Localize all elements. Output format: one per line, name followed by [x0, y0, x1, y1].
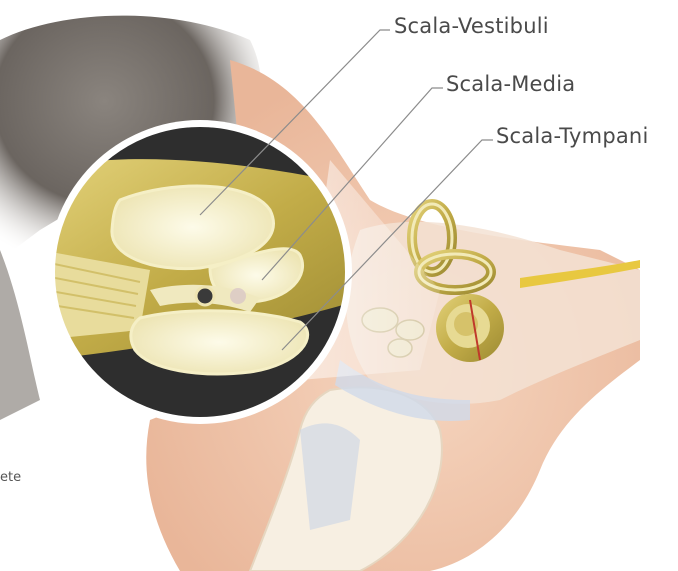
cropped-edge-text: ete	[0, 470, 21, 485]
scala-tympani-label: Scala-Tympani	[496, 124, 648, 148]
scala-media-label: Scala-Media	[446, 72, 575, 96]
cochlea	[436, 294, 504, 362]
scala-vestibuli-label: Scala-Vestibuli	[394, 14, 549, 38]
scala-tympani-chamber	[131, 311, 308, 374]
